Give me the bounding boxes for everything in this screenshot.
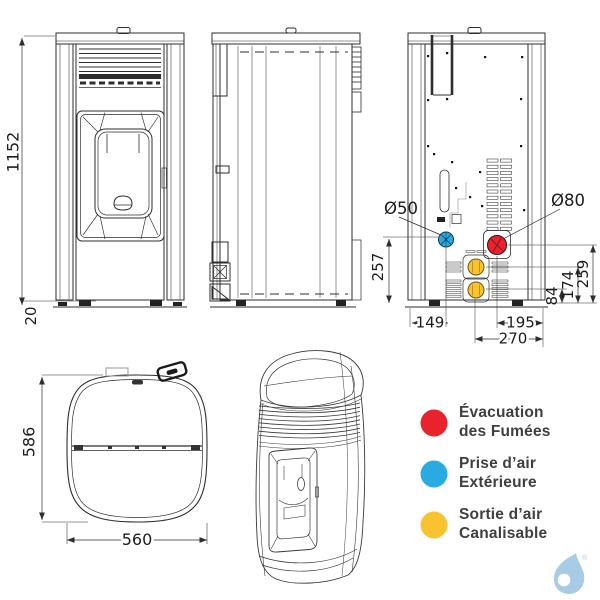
dim-duct-offset: 270 (499, 330, 528, 348)
dim-flue-diameter: Ø80 (551, 191, 585, 210)
side-vents (351, 46, 362, 90)
flue-outlet-port (487, 235, 507, 255)
front-grille (79, 48, 161, 88)
dim-flue-offset: 195 (506, 314, 535, 332)
air-intake-port (438, 231, 454, 248)
legend-label-line1: Évacuation (459, 404, 544, 421)
legend: Évacuation des Fumées Prise d’air Extéri… (420, 404, 596, 558)
legend-label-line2: Extérieure (459, 473, 537, 491)
view-top (66, 361, 208, 523)
front-dimensions (19, 35, 96, 305)
dim-air-intake-diameter: Ø50 (384, 199, 418, 218)
dim-floor-clearance: 20 (22, 306, 40, 325)
legend-label-line1: Sortie d’air (459, 506, 543, 524)
dim-overall-height: 1152 (4, 132, 23, 173)
screw-dots (427, 52, 526, 212)
air-intake-dot-icon (420, 460, 448, 488)
legend-label-line2: des Fumées (459, 422, 551, 440)
legend-label: Prise d’air Extérieure (459, 455, 537, 492)
front-feet (58, 300, 182, 306)
view-front (53, 27, 187, 308)
rear-dimensions (383, 208, 597, 347)
view-perspective (255, 350, 366, 584)
dim-duct-lower-height: 84 (543, 286, 561, 305)
legend-item-ductable-air-outlet: Sortie d’air Canalisable (420, 506, 596, 543)
legend-label-line2: Canalisable (459, 524, 548, 542)
rear-vent-slots (486, 158, 512, 231)
view-side (209, 27, 362, 308)
perspective-grille (258, 402, 361, 439)
duct-outlet-port-lower (467, 281, 485, 299)
dim-intake-offset: 149 (416, 314, 445, 332)
front-door (76, 110, 167, 242)
legend-label-line1: Prise d’air (459, 455, 537, 473)
legend-item-smoke-exhaust: Évacuation des Fumées (420, 404, 596, 441)
dim-top-depth: 586 (20, 427, 39, 458)
smoke-exhaust-dot-icon (420, 409, 448, 437)
water-drop-icon (553, 553, 585, 594)
dim-intake-height: 257 (369, 253, 387, 282)
door-handle (113, 195, 133, 211)
perspective-door (268, 447, 319, 553)
duct-outlet-port-upper (467, 258, 485, 276)
side-rear-connectors (209, 262, 231, 302)
top-handle (156, 361, 188, 382)
dim-top-width: 560 (122, 530, 153, 549)
view-rear (405, 27, 548, 308)
legend-label: Évacuation des Fumées (459, 404, 551, 441)
registered-mark: ® (582, 554, 588, 562)
dim-duct-upper-height: 174 (559, 271, 577, 300)
flue-channel (430, 35, 454, 96)
brand-logo: ® (553, 553, 588, 594)
dim-flue-height: 259 (574, 260, 592, 289)
legend-item-outside-air-intake: Prise d’air Extérieure (420, 455, 596, 492)
top-dimensions (39, 374, 208, 544)
legend-label: Sortie d’air Canalisable (459, 506, 547, 543)
duct-outlet-dot-icon (420, 511, 448, 539)
